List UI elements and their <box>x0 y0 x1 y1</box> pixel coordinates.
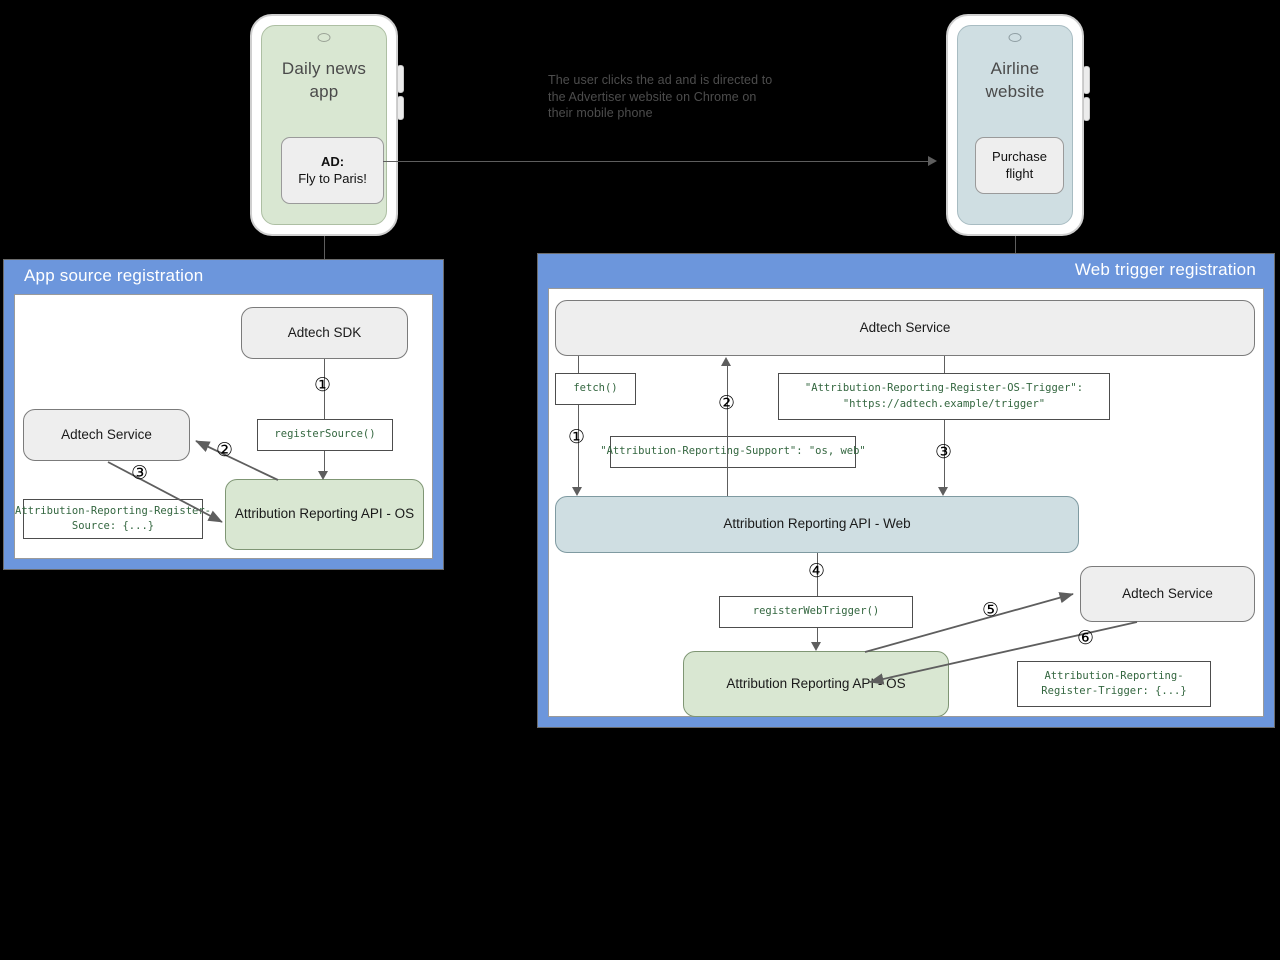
fetch-to-araweb-connector <box>578 405 579 489</box>
fetch-to-araweb-arrowhead <box>572 487 582 496</box>
ostrigger-to-araweb-connector <box>944 420 945 489</box>
purchase-flight-button[interactable]: Purchase flight <box>975 137 1064 194</box>
left-phone-title-line2: app <box>309 81 339 101</box>
header-register-source: Attribution-Reporting-Register- Source: … <box>15 499 211 539</box>
right-phone-side-button-lower <box>1083 97 1090 121</box>
right-phone: Airline website Purchase flight <box>946 14 1084 236</box>
ad-headline: Fly to Paris! <box>298 170 367 186</box>
node-adtech-service-bottom-right[interactable]: Adtech Service <box>1080 566 1255 622</box>
right-phone-site-title: Airline website <box>985 58 1044 104</box>
header-register-source-line2: Source: {...} <box>71 520 155 532</box>
code-register-web-trigger: registerWebTrigger() <box>719 596 913 628</box>
purchase-flight-line2: flight <box>1005 165 1034 181</box>
purchase-flight-line1: Purchase <box>992 148 1047 164</box>
left-phone: Daily news app AD: Fly to Paris! <box>250 14 398 236</box>
right-step-6: ⑥ <box>1077 627 1095 649</box>
code-register-web-trigger-text: registerWebTrigger() <box>752 605 880 618</box>
left-phone-side-button-upper <box>397 65 404 93</box>
registerwebtrigger-to-araos-arrowhead <box>811 642 821 651</box>
registersource-to-araos-connector <box>324 451 325 473</box>
registersource-to-araos-arrowhead <box>318 471 328 480</box>
ostrigger-to-araweb-arrowhead <box>938 487 948 496</box>
right-phone-title-line2: website <box>985 81 1045 101</box>
flow-caption: The user clicks the ad and is directed t… <box>548 72 808 122</box>
app-source-registration-title: App source registration <box>24 266 204 285</box>
right-step-4: ④ <box>808 560 826 582</box>
sdk-to-registersource-connector <box>324 359 325 419</box>
code-fetch: fetch() <box>555 373 636 405</box>
node-adtech-sdk[interactable]: Adtech SDK <box>241 307 408 359</box>
node-ara-os-left-label: Attribution Reporting API - OS <box>234 506 415 522</box>
left-step-3: ③ <box>131 462 149 484</box>
node-adtech-service-left[interactable]: Adtech Service <box>23 409 190 461</box>
code-register-source: registerSource() <box>257 419 393 451</box>
ad-banner[interactable]: AD: Fly to Paris! <box>281 137 384 204</box>
ad-to-website-arrowhead <box>928 156 937 166</box>
node-ara-web-label: Attribution Reporting API - Web <box>723 516 911 532</box>
right-phone-title-line1: Airline <box>990 59 1040 78</box>
node-adtech-service-top-right-label: Adtech Service <box>859 319 951 335</box>
camera-notch-icon <box>317 33 331 42</box>
header-register-trigger-line2: Register-Trigger: {...} <box>1041 685 1187 697</box>
header-register-source-line1: Attribution-Reporting-Register- <box>15 504 211 517</box>
left-phone-title-line1: Daily news <box>281 59 367 78</box>
node-ara-os-right-label: Attribution Reporting API - OS <box>726 675 906 691</box>
header-attribution-support-text: "Attribution-Reporting-Support": "os, we… <box>600 445 866 458</box>
caption-line-1: The user clicks the ad and is directed t… <box>548 73 773 87</box>
node-adtech-service-bottom-right-label: Adtech Service <box>1122 585 1213 601</box>
left-phone-side-button-lower <box>397 96 404 120</box>
node-ara-os-left[interactable]: Attribution Reporting API - OS <box>225 479 424 550</box>
service-to-ostrigger-connector <box>944 356 945 373</box>
web-trigger-registration-title: Web trigger registration <box>1074 260 1256 279</box>
camera-notch-icon <box>1008 33 1022 42</box>
araweb-to-registerwebtrigger-connector <box>817 553 818 596</box>
node-adtech-service-left-label: Adtech Service <box>61 426 152 442</box>
left-phone-app-title: Daily news app <box>282 58 366 104</box>
right-step-5: ⑤ <box>982 599 1000 621</box>
node-adtech-sdk-label: Adtech SDK <box>287 324 362 340</box>
araweb-to-service-connector <box>727 366 728 496</box>
ad-label: AD: <box>320 153 345 169</box>
header-os-trigger-line2: "https://adtech.example/trigger" <box>842 397 1046 410</box>
left-step-2: ② <box>216 439 234 461</box>
service-to-fetch-connector <box>578 356 579 373</box>
right-phone-screen: Airline website Purchase flight <box>957 25 1073 225</box>
header-register-trigger: Attribution-Reporting- Register-Trigger:… <box>1017 661 1211 707</box>
node-adtech-service-top-right[interactable]: Adtech Service <box>555 300 1255 356</box>
left-phone-screen: Daily news app AD: Fly to Paris! <box>261 25 387 225</box>
right-step-1: ① <box>568 426 586 448</box>
caption-line-3: their mobile phone <box>548 106 653 121</box>
ad-to-website-connector <box>383 161 928 162</box>
code-fetch-text: fetch() <box>573 382 618 395</box>
araweb-to-service-arrowhead <box>721 357 731 366</box>
left-step-1: ① <box>314 374 332 396</box>
right-step-3: ③ <box>935 441 953 463</box>
right-step-2: ② <box>718 392 736 414</box>
code-register-source-text: registerSource() <box>274 428 376 441</box>
header-register-trigger-line1: Attribution-Reporting- <box>1044 669 1184 682</box>
node-ara-web[interactable]: Attribution Reporting API - Web <box>555 496 1079 553</box>
header-attribution-support: "Attribution-Reporting-Support": "os, we… <box>600 436 866 468</box>
registerwebtrigger-to-araos-connector <box>817 628 818 644</box>
header-os-trigger-line1: "Attribution-Reporting-Register-OS-Trigg… <box>804 382 1084 395</box>
node-ara-os-right[interactable]: Attribution Reporting API - OS <box>683 651 949 717</box>
caption-line-2: the Advertiser website on Chrome on <box>548 89 757 104</box>
right-phone-side-button-upper <box>1083 66 1090 94</box>
header-os-trigger: "Attribution-Reporting-Register-OS-Trigg… <box>778 373 1110 420</box>
